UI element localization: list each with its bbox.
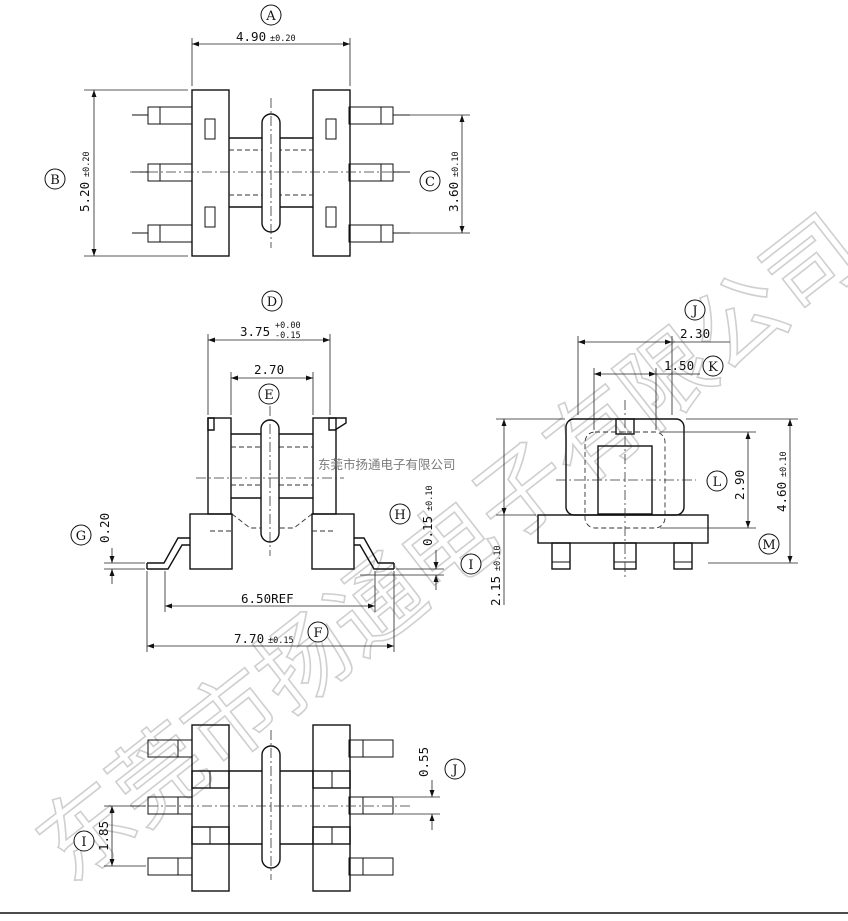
top-view — [130, 89, 412, 257]
label-f: F — [313, 626, 322, 641]
dim-d-tol-lower: -0.15 — [275, 331, 301, 341]
label-j2: J — [450, 763, 457, 778]
dim-f-tol: ±0.15 — [268, 636, 294, 646]
dimension-l: 2.90 L — [660, 431, 756, 529]
dim-a-value: 4.90 — [236, 29, 266, 44]
dim-m-tol: ±0.10 — [779, 451, 789, 477]
watermark-large: 东莞市扬通电子有限公司 — [17, 194, 848, 903]
dim-b-tol: ±0.20 — [82, 151, 92, 177]
label-d: D — [267, 295, 277, 310]
watermark-small-text: 东莞市扬通电子有限公司 — [318, 457, 456, 472]
dim-a-tol: ±0.20 — [270, 34, 296, 44]
label-g: G — [76, 529, 86, 544]
label-m: M — [762, 538, 775, 553]
dimension-i: 2.15 ±0.10 I — [460, 418, 565, 606]
dim-i2-value: 1.85 — [96, 821, 111, 851]
dimension-i2: 1.85 I — [73, 805, 146, 867]
dimension-a: 4.90 ±0.20 A — [191, 4, 351, 86]
side-view — [537, 400, 709, 580]
label-c: C — [425, 175, 435, 190]
dim-d-value: 3.75 — [240, 324, 270, 339]
label-i: I — [468, 558, 473, 573]
dim-ref-value: 6.50REF — [241, 591, 294, 606]
front-view — [146, 406, 395, 570]
dim-d-tol-upper: +0.00 — [275, 321, 301, 331]
dimension-k: 1.50 K — [593, 355, 724, 430]
dim-h-tol: ±0.10 — [425, 485, 435, 511]
dimension-j2: 0.55 J — [394, 747, 466, 830]
dimension-m: 4.60 ±0.10 M — [686, 418, 798, 564]
dim-j2-value: 0.55 — [416, 747, 431, 777]
bottom-view — [130, 724, 412, 892]
dimension-ref: 6.50REF — [164, 571, 376, 612]
dim-c-tol: ±0.10 — [451, 151, 461, 177]
label-e: E — [264, 388, 274, 403]
dim-c-value: 3.60 — [446, 182, 461, 212]
watermark-large-text: 东莞市扬通电子有限公司 — [18, 195, 848, 902]
dim-j-value: 2.30 — [680, 326, 710, 341]
dim-b-value: 5.20 — [77, 182, 92, 212]
label-b: B — [50, 173, 60, 188]
dim-l-value: 2.90 — [732, 470, 747, 500]
label-i2: I — [81, 835, 86, 850]
dim-k-value: 1.50 — [664, 358, 694, 373]
label-k: K — [708, 360, 718, 375]
label-a: A — [265, 9, 276, 24]
dim-f-value: 7.70 — [234, 631, 264, 646]
dimension-h: 0.15 ±0.10 H — [360, 485, 444, 590]
dim-h-value: 0.15 — [420, 516, 435, 546]
dim-e-value: 2.70 — [254, 362, 284, 377]
label-h: H — [394, 508, 405, 523]
dim-g-value: 0.20 — [97, 513, 112, 543]
dim-m-value: 4.60 — [774, 482, 789, 512]
dimension-d: 3.75 +0.00 -0.15 D — [207, 290, 331, 415]
dimension-c: 3.60 ±0.10 C — [394, 114, 470, 234]
dimension-e: 2.70 E — [230, 362, 314, 415]
dimension-g: 0.20 G — [70, 513, 145, 584]
label-l: L — [713, 475, 722, 490]
dim-i-value: 2.15 — [488, 576, 503, 606]
dimension-j: 2.30 J — [577, 299, 730, 415]
dimension-b: 5.20 ±0.20 B — [44, 89, 188, 257]
label-j: J — [690, 304, 697, 319]
dimension-f: 7.70 ±0.15 F — [146, 571, 395, 652]
dim-i-tol: ±0.10 — [493, 545, 503, 571]
